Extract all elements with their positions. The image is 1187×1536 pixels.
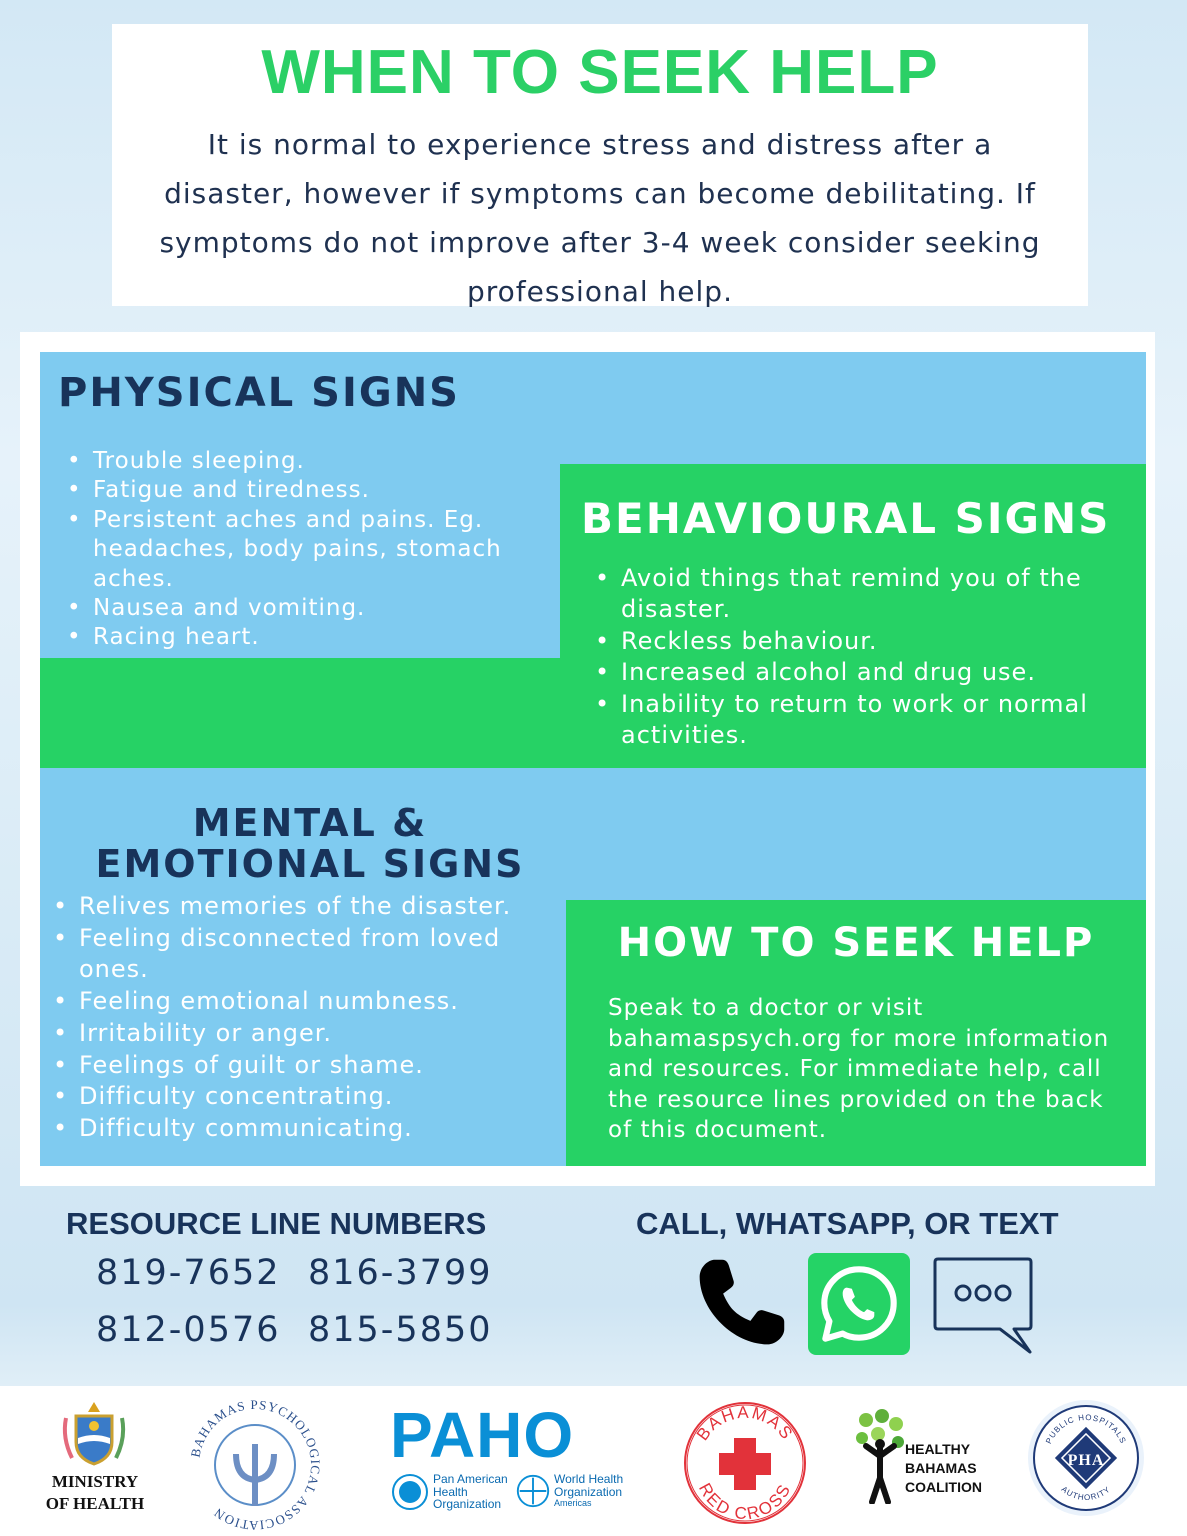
mental-title-line1: MENTAL & bbox=[192, 801, 428, 845]
mental-title-line2: EMOTIONAL SIGNS bbox=[95, 842, 525, 886]
ministry-line2: OF HEALTH bbox=[45, 1494, 145, 1513]
how-to-title: HOW TO SEEK HELP bbox=[617, 920, 1095, 966]
physical-list: Trouble sleeping. Fatigue and tiredness.… bbox=[67, 447, 523, 653]
how-to-text: Speak to a doctor or visit bahamaspsych.… bbox=[608, 995, 1110, 1144]
list-item: Feeling disconnected from loved ones. bbox=[53, 923, 539, 986]
list-item: Irritability or anger. bbox=[53, 1018, 539, 1050]
list-item: Fatigue and tiredness. bbox=[67, 476, 523, 506]
mental-title: MENTAL & EMOTIONAL SIGNS bbox=[40, 803, 580, 885]
phone-number[interactable]: 819-7652 bbox=[96, 1253, 281, 1293]
list-item: Increased alcohol and drug use. bbox=[595, 657, 1101, 689]
list-item: Feeling emotional numbness. bbox=[53, 986, 539, 1018]
list-item: Feelings of guilt or shame. bbox=[53, 1050, 539, 1082]
who-emblem-icon bbox=[516, 1474, 550, 1508]
logo-strip bbox=[0, 1386, 1187, 1536]
list-item: Persistent aches and pains. Eg. headache… bbox=[67, 506, 523, 594]
hbc-line1: HEALTHY bbox=[905, 1441, 971, 1457]
whatsapp-icon bbox=[808, 1253, 910, 1355]
list-item: Nausea and vomiting. bbox=[67, 594, 523, 624]
list-item: Difficulty communicating. bbox=[53, 1113, 539, 1145]
contact-title: CALL, WHATSAPP, OR TEXT bbox=[636, 1206, 1059, 1241]
phone-icon bbox=[699, 1259, 785, 1345]
text-message-icon bbox=[933, 1257, 1033, 1354]
paho-sub1: Pan American bbox=[433, 1472, 508, 1486]
paho-sub3: Organization bbox=[433, 1497, 502, 1511]
list-item: Relives memories of the disaster. bbox=[53, 891, 539, 923]
who-sub1: World Health bbox=[554, 1472, 624, 1486]
ministry-of-health-logo: MINISTRY OF HEALTH bbox=[40, 1471, 150, 1515]
how-to-panel bbox=[566, 900, 1146, 1166]
physical-title: PHYSICAL SIGNS bbox=[58, 370, 460, 416]
phone-number[interactable]: 816-3799 bbox=[308, 1253, 493, 1293]
red-cross-logo: BAHAMAS RED CROSS bbox=[684, 1402, 806, 1524]
who-subtitle: World Health Organization Americas bbox=[554, 1473, 623, 1509]
behavioural-title: BEHAVIOURAL SIGNS bbox=[581, 494, 1111, 543]
list-item: Avoid things that remind you of the disa… bbox=[595, 563, 1101, 626]
hbc-line2: BAHAMAS bbox=[905, 1460, 977, 1476]
behavioural-list: Avoid things that remind you of the disa… bbox=[595, 563, 1101, 752]
intro-text: It is normal to experience stress and di… bbox=[159, 128, 1041, 308]
list-item: Inability to return to work or normal ac… bbox=[595, 689, 1101, 752]
paho-subtitle: Pan American Health Organization bbox=[433, 1473, 508, 1511]
bpa-logo: BAHAMAS PSYCHOLOGICAL ASSOCIATION bbox=[187, 1397, 322, 1533]
phone-number[interactable]: 815-5850 bbox=[308, 1310, 493, 1350]
hbc-logo: HEALTHY BAHAMAS COALITION bbox=[905, 1440, 982, 1497]
pha-logo: PHA PUBLIC HOSPITALS AUTHORITY bbox=[1028, 1400, 1144, 1516]
paho-sub2: Health bbox=[433, 1484, 468, 1499]
coat-of-arms-icon bbox=[62, 1402, 126, 1466]
who-sub3: Americas bbox=[554, 1498, 592, 1508]
list-item: Trouble sleeping. bbox=[67, 447, 523, 477]
hbc-line3: COALITION bbox=[905, 1479, 982, 1495]
globe-icon bbox=[392, 1474, 428, 1510]
tree-figure-icon bbox=[856, 1409, 904, 1504]
pha-letters: PHA bbox=[1068, 1452, 1105, 1469]
paho-logo: PAHO bbox=[390, 1399, 575, 1471]
page-title: WHEN TO SEEK HELP bbox=[261, 38, 939, 107]
resource-title: RESOURCE LINE NUMBERS bbox=[66, 1206, 487, 1241]
list-item: Racing heart. bbox=[67, 623, 523, 653]
list-item: Reckless behaviour. bbox=[595, 626, 1101, 658]
ministry-line1: MINISTRY bbox=[51, 1472, 139, 1491]
mental-list: Relives memories of the disaster. Feelin… bbox=[53, 891, 539, 1145]
who-sub2: Organization bbox=[554, 1484, 623, 1499]
phone-number[interactable]: 812-0576 bbox=[96, 1310, 281, 1350]
list-item: Difficulty concentrating. bbox=[53, 1081, 539, 1113]
header-box: WHEN TO SEEK HELP It is normal to experi… bbox=[112, 24, 1088, 308]
